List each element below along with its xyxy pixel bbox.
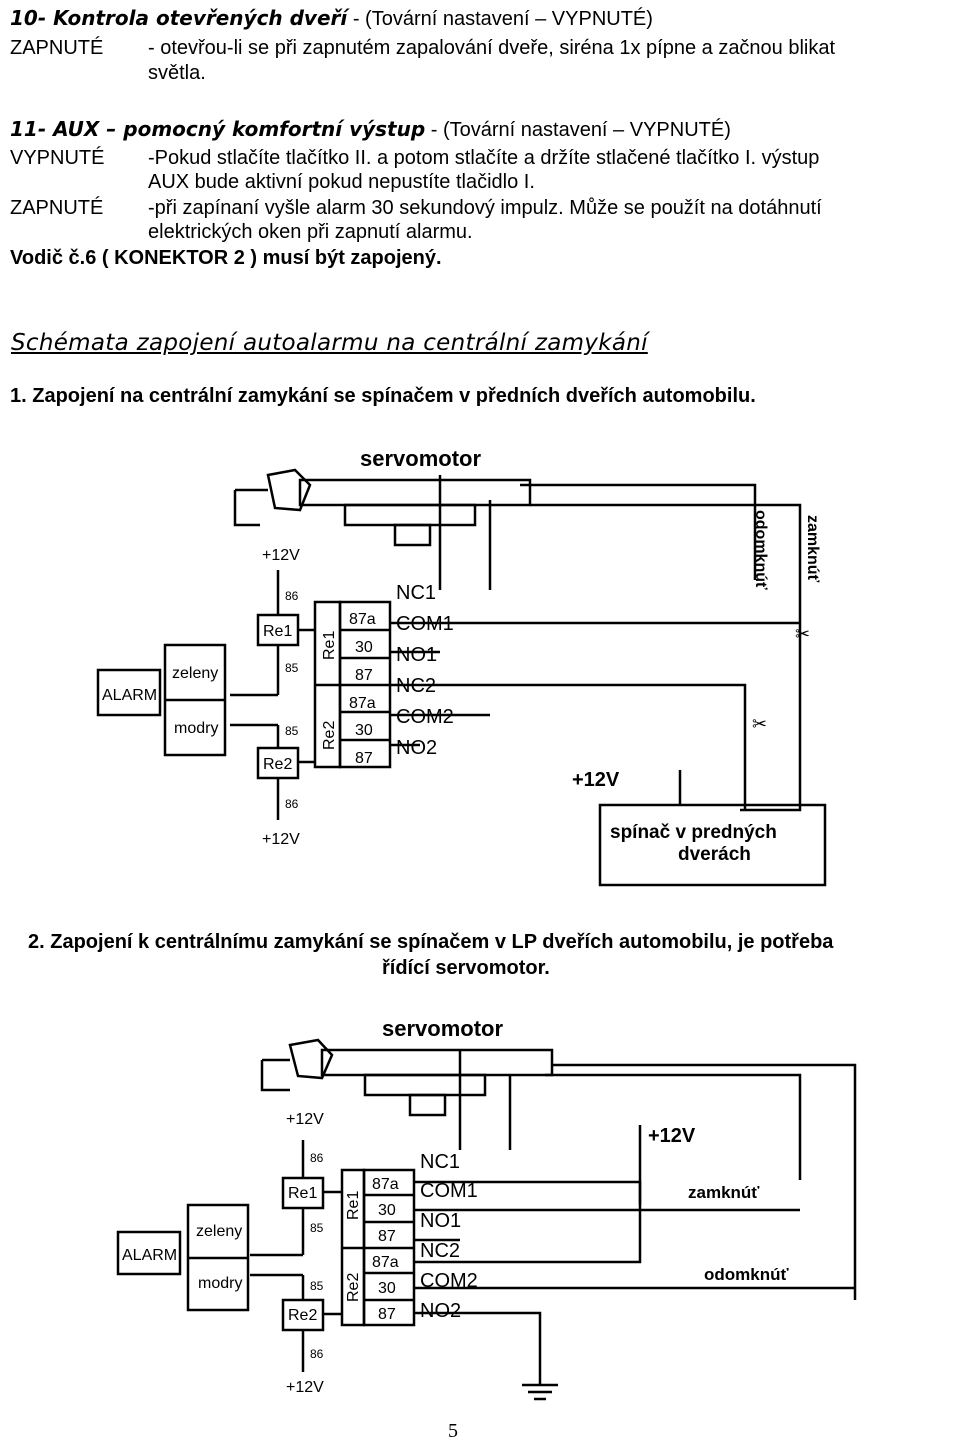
diagram1-caption: 1. Zapojení na centrální zamykání se spí… — [10, 385, 756, 407]
switch-box — [598, 803, 827, 887]
pin-87-2: 87 — [355, 750, 373, 767]
pin86-top-label: 86 — [310, 1151, 324, 1165]
pin-87-1: 87 — [378, 1228, 396, 1245]
diagram2-caption-2: řídící servomotor. — [382, 957, 550, 979]
pin-30-1: 30 — [355, 639, 373, 656]
pin-87a-1: 87a — [372, 1176, 399, 1193]
relay2-vertical-label: Re2 — [345, 1273, 362, 1302]
diagram2-caption-1: 2. Zapojení k centrálnímu zamykání se sp… — [28, 931, 834, 953]
servomotor-label: servomotor — [382, 1016, 503, 1041]
plus12-bottom-label: +12V — [262, 831, 300, 848]
alarm-label: ALARM — [122, 1247, 177, 1264]
section11-off-text-1: -Pokud stlačíte tlačítko II. a potom stl… — [148, 147, 820, 169]
re2-label: Re2 — [288, 1307, 317, 1324]
pin85-b-label: 85 — [285, 724, 299, 738]
contact-no2: NO2 — [396, 737, 437, 759]
contact-com1: COM1 — [396, 613, 454, 635]
section11-on-text-1: -při zapínaní vyšle alarm 30 sekundový i… — [148, 197, 822, 219]
pin-87a-2: 87a — [349, 695, 376, 712]
contact-nc2: NC2 — [396, 675, 436, 697]
relay2-vertical-label: Re2 — [321, 721, 338, 750]
section11-title: 11- AUX – pomocný komfortní výstup — [10, 117, 426, 141]
contact-com2: COM2 — [396, 706, 454, 728]
plus12-right-label: +12V — [572, 769, 620, 791]
pin85-a-label: 85 — [285, 661, 299, 675]
pin85-b-label: 85 — [310, 1279, 324, 1293]
modry-label: modry — [174, 720, 218, 737]
alarm-box — [96, 668, 162, 717]
pin85-a-label: 85 — [310, 1221, 324, 1235]
contact-com1: COM1 — [420, 1180, 478, 1202]
plus12-right-label: +12V — [648, 1125, 696, 1147]
plus12-top-label: +12V — [286, 1111, 324, 1128]
contact-no1: NO1 — [420, 1210, 461, 1232]
section10-heading: 10- Kontrola otevřených dveří - (Tovární… — [10, 6, 653, 31]
section11-on-text-2: elektrických oken při zapnutí alarmu. — [148, 221, 473, 243]
section10-title: 10- Kontrola otevřených dveří — [10, 6, 348, 30]
pin-30-2: 30 — [378, 1280, 396, 1297]
odomknut-label: odomknúť — [704, 1265, 789, 1284]
servomotor-plunger — [288, 1038, 334, 1080]
scissors-icon: ✂ — [795, 624, 810, 644]
modry-label: modry — [198, 1275, 242, 1292]
schema-heading: Schémata zapojení autoalarmu na centráln… — [11, 330, 648, 356]
re1-label: Re1 — [263, 623, 292, 640]
zeleny-label: zeleny — [172, 665, 218, 682]
pin-30-1: 30 — [378, 1202, 396, 1219]
plus12-bottom-label: +12V — [286, 1379, 324, 1396]
section10-default: - (Tovární nastavení – VYPNUTÉ) — [347, 8, 653, 30]
pin86-top-label: 86 — [285, 589, 299, 603]
contact-no1: NO1 — [396, 644, 437, 666]
relay1-vertical-label: Re1 — [321, 631, 338, 660]
zamknut-label: zamknúť — [688, 1183, 760, 1202]
section11-heading: 11- AUX – pomocný komfortní výstup - (To… — [10, 117, 731, 142]
contact-no2: NO2 — [420, 1300, 461, 1322]
scissors-icon: ✂ — [752, 714, 767, 734]
section10-on-text-1: - otevřou-li se při zapnutém zapalování … — [148, 37, 836, 59]
pin-87-1: 87 — [355, 667, 373, 684]
contact-nc1: NC1 — [420, 1151, 460, 1173]
alarm-label: ALARM — [102, 687, 157, 704]
section11-off-label: VYPNUTÉ — [10, 147, 105, 169]
relay1-vertical-label: Re1 — [345, 1191, 362, 1220]
pin-87a-2: 87a — [372, 1254, 399, 1271]
pin-30-2: 30 — [355, 722, 373, 739]
pin-87-2: 87 — [378, 1306, 396, 1323]
pin86-bottom-label: 86 — [310, 1347, 324, 1361]
servomotor-plunger — [266, 468, 312, 512]
wiring-diagram-1: servomotor +12V 86 Re1 85 zeleny ALARM m… — [96, 446, 827, 887]
contact-nc1: NC1 — [396, 582, 436, 604]
plus12-top-label: +12V — [262, 547, 300, 564]
section10-on-text-2: světla. — [148, 62, 206, 84]
pin86-bottom-label: 86 — [285, 797, 299, 811]
re1-label: Re1 — [288, 1185, 317, 1202]
wiring-diagram-2: servomotor +12V 86 Re1 85 zeleny ALARM m… — [116, 1016, 857, 1401]
contact-nc2: NC2 — [420, 1240, 460, 1262]
page-number: 5 — [448, 1420, 458, 1442]
scissors-icons: ✂ ✂ — [752, 624, 810, 734]
zamknut-label: zamknúť — [804, 515, 821, 583]
odomknut-label: odomknúť — [752, 510, 769, 590]
section11-on-label: ZAPNUTÉ — [10, 197, 104, 219]
servomotor-label: servomotor — [360, 446, 481, 471]
section10-on-label: ZAPNUTÉ — [10, 37, 104, 59]
switch-label-1: spínač v predných — [610, 822, 777, 843]
re2-label: Re2 — [263, 756, 292, 773]
section11-note: Vodič č.6 ( KONEKTOR 2 ) musí být zapoje… — [10, 247, 442, 269]
zeleny-label: zeleny — [196, 1223, 242, 1240]
pin-87a-1: 87a — [349, 611, 376, 628]
section11-off-text-2: AUX bude aktivní pokud nepustíte tlačidl… — [148, 171, 535, 193]
servomotor-body — [320, 1048, 554, 1077]
servomotor-body — [298, 478, 532, 507]
section11-default: - (Tovární nastavení – VYPNUTÉ) — [425, 119, 731, 141]
alarm-box — [116, 1230, 182, 1276]
contact-com2: COM2 — [420, 1270, 478, 1292]
switch-label-2: dverách — [678, 844, 751, 865]
